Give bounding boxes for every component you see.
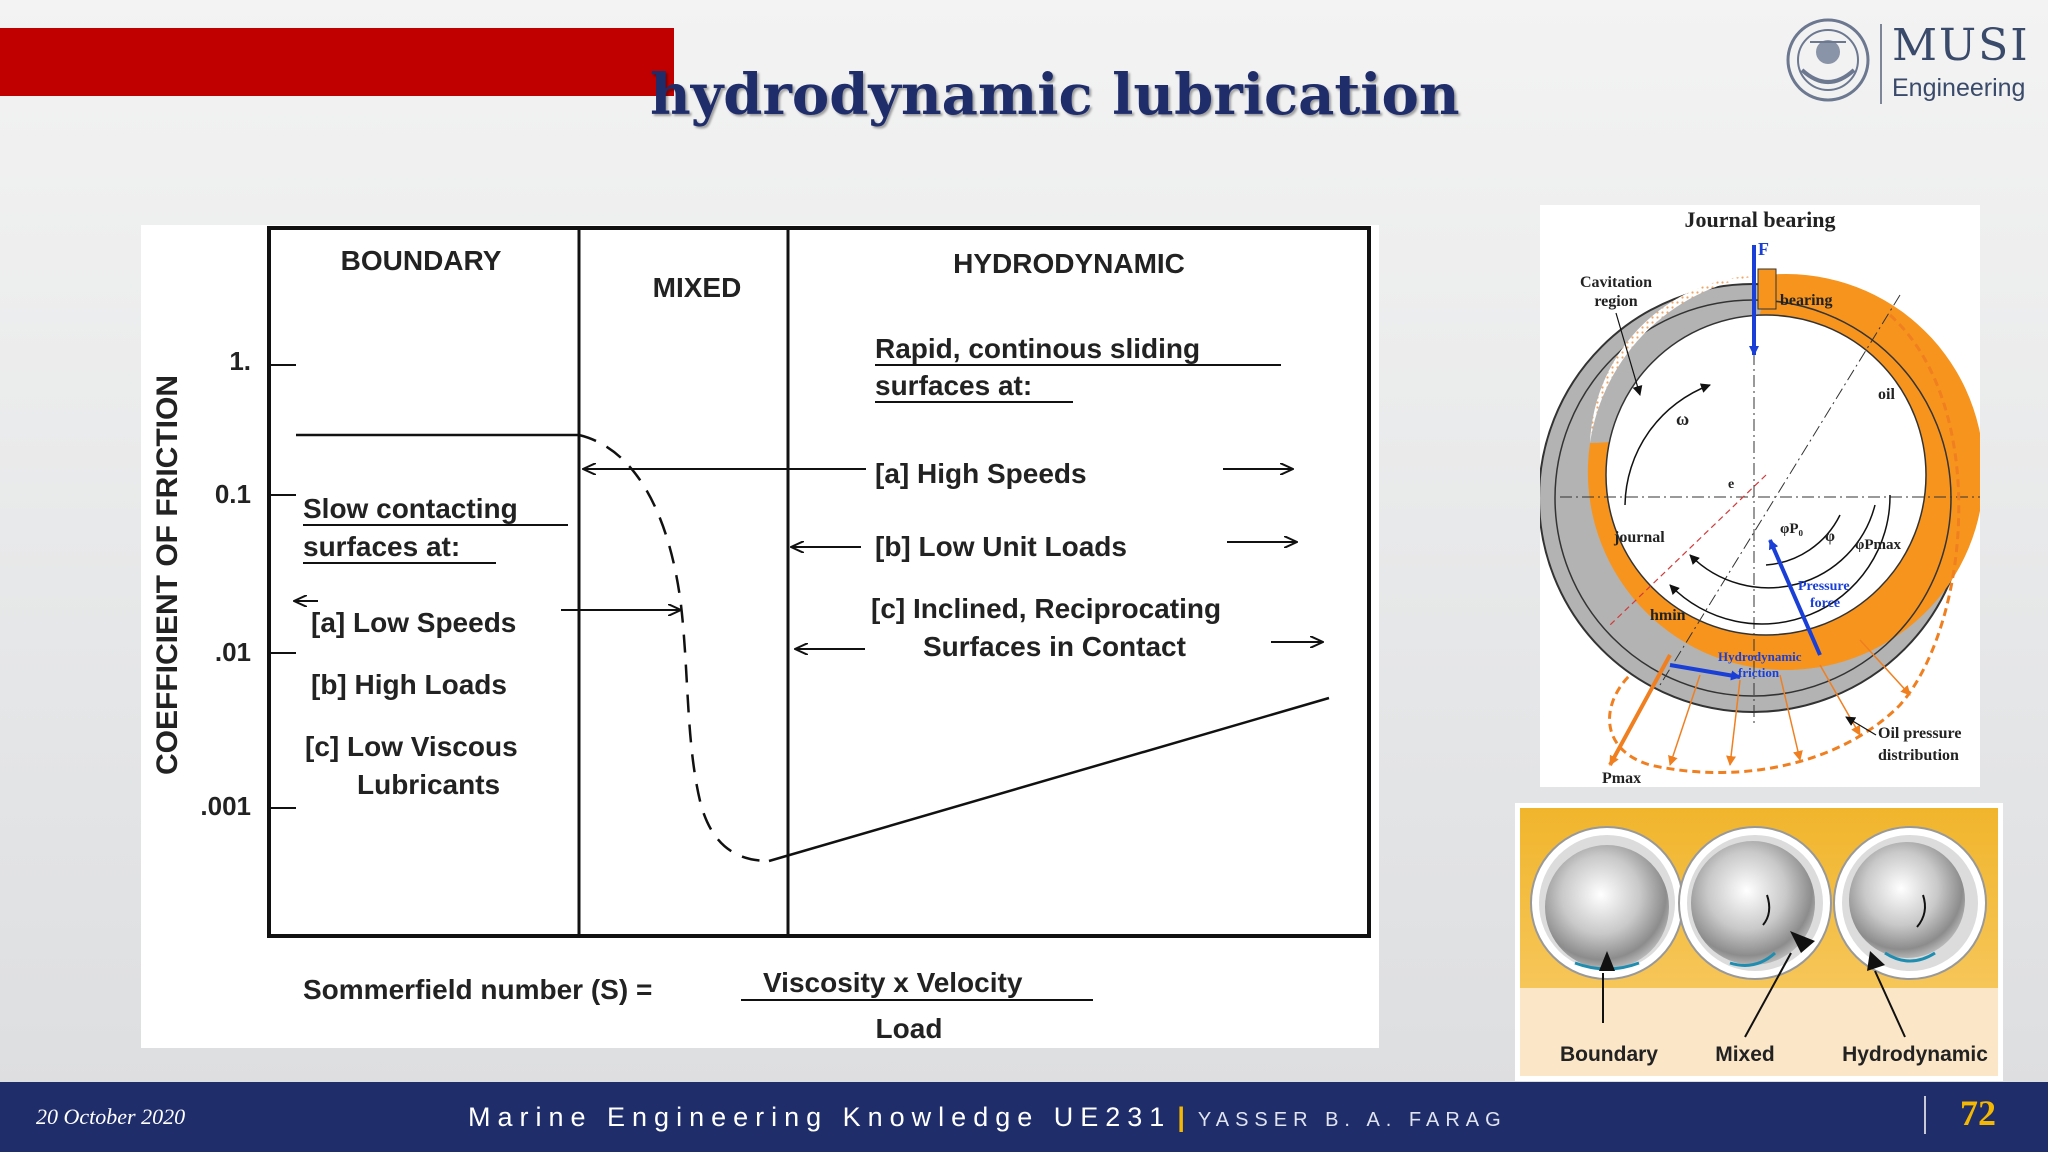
slide-title: hydrodynamic lubrication bbox=[650, 62, 1460, 128]
oil-pressure-label-2: distribution bbox=[1878, 747, 1959, 764]
diagram-frame bbox=[267, 226, 1371, 938]
musi-logo: MUSI Engineering bbox=[1780, 12, 2040, 112]
hydrodynamic-friction-line bbox=[768, 696, 1330, 863]
cavitation-label-1: Cavitation bbox=[1580, 274, 1652, 291]
hydro-note-a: [a] High Speeds bbox=[875, 458, 1087, 489]
journal-bearing-diagram: Journal bearing F bbox=[1540, 205, 1980, 787]
footer-separator: | bbox=[1177, 1102, 1192, 1132]
hydrodynamic-bearing bbox=[1833, 826, 1987, 980]
boundary-note-b: [b] High Loads bbox=[311, 669, 507, 700]
region-hydrodynamic: HYDRODYNAMIC bbox=[953, 248, 1185, 279]
mixed-friction-curve bbox=[578, 433, 770, 863]
emblem-icon bbox=[1786, 18, 1870, 102]
sommerfeld-label: Sommerfield number (S) = bbox=[303, 974, 652, 1005]
force-label: F bbox=[1758, 239, 1769, 259]
hydro-note-c-1: [c] Inclined, Reciprocating bbox=[871, 593, 1221, 624]
y-tick-0.001: .001 bbox=[200, 791, 251, 821]
bearing-label: bearing bbox=[1780, 292, 1832, 309]
lubrication-modes-figure: Boundary Mixed Hydrodynamic bbox=[1515, 803, 2003, 1081]
logo-subtitle: Engineering bbox=[1892, 74, 2026, 102]
mode-label-hydrodynamic: Hydrodynamic bbox=[1842, 1043, 1988, 1066]
omega-label: ω bbox=[1676, 409, 1689, 429]
phi-p0-label: φP₀ bbox=[1780, 521, 1804, 537]
y-tick-1: 1. bbox=[229, 346, 251, 376]
mode-label-boundary: Boundary bbox=[1560, 1043, 1658, 1066]
cavitation-label-2: region bbox=[1594, 293, 1637, 310]
footer-course-line: Marine Engineering Knowledge UE231|YASSE… bbox=[468, 1102, 1507, 1133]
mixed-bearing bbox=[1678, 826, 1832, 980]
phi-pmax-label: φPmax bbox=[1855, 537, 1902, 553]
logo-separator bbox=[1880, 24, 1882, 104]
pmax-arrow bbox=[1608, 654, 1672, 766]
y-tick-0.01: .01 bbox=[215, 637, 251, 667]
y-tick-0.1: 0.1 bbox=[215, 479, 251, 509]
hydro-note-c-2: Surfaces in Contact bbox=[923, 631, 1186, 662]
hydro-note-b: [b] Low Unit Loads bbox=[875, 531, 1127, 562]
logo-name: MUSI bbox=[1892, 20, 2030, 71]
journal-label: journal bbox=[1613, 529, 1665, 546]
mode-label-mixed: Mixed bbox=[1715, 1043, 1775, 1066]
hydro-heading-1: Rapid, continous sliding bbox=[875, 333, 1200, 364]
boundary-bearing bbox=[1530, 826, 1684, 980]
pressure-force-arrow bbox=[1768, 539, 1822, 656]
footer-date: 20 October 2020 bbox=[36, 1104, 186, 1129]
y-axis-label: COEFFICIENT OF FRICTION bbox=[151, 375, 184, 775]
pressure-force-label-1: Pressure bbox=[1798, 579, 1850, 594]
stribeck-diagram: BOUNDARY MIXED HYDRODYNAMIC COEFFICIENT … bbox=[141, 225, 1379, 1048]
boundary-note-c-1: [c] Low Viscous bbox=[305, 731, 518, 762]
pressure-distribution-curve bbox=[1608, 313, 1961, 774]
boundary-heading-1: Slow contacting bbox=[303, 493, 518, 524]
pmax-label: Pmax bbox=[1602, 770, 1641, 787]
footer-bar: 20 October 2020 Marine Engineering Knowl… bbox=[0, 1082, 2048, 1152]
title-accent-bar bbox=[0, 28, 674, 96]
boundary-note-c-2: Lubricants bbox=[357, 769, 500, 800]
footer-course: Marine Engineering Knowledge UE231 bbox=[468, 1102, 1172, 1132]
region-mixed: MIXED bbox=[653, 272, 742, 303]
eccentricity-label: e bbox=[1728, 477, 1734, 492]
footer-author: YASSER B. A. FARAG bbox=[1197, 1109, 1507, 1131]
hmin-label: hmin bbox=[1650, 607, 1686, 624]
pressure-force-label-2: force bbox=[1810, 596, 1840, 611]
boundary-heading-2: surfaces at: bbox=[303, 531, 460, 562]
hydro-heading-2: surfaces at: bbox=[875, 370, 1032, 401]
sommerfeld-denominator: Load bbox=[876, 1013, 943, 1044]
journal-title: Journal bearing bbox=[1685, 207, 1836, 232]
footer-divider bbox=[1924, 1096, 1926, 1134]
region-boundary: BOUNDARY bbox=[341, 245, 502, 276]
friction-label-1: Hydrodynamic bbox=[1718, 649, 1802, 664]
sommerfeld-numerator: Viscosity x Velocity bbox=[763, 967, 1023, 998]
oil-pressure-label-1: Oil pressure bbox=[1878, 725, 1961, 742]
oil-label: oil bbox=[1878, 386, 1895, 403]
boundary-note-a: [a] Low Speeds bbox=[311, 607, 516, 638]
page-number: 72 bbox=[1960, 1093, 1996, 1133]
friction-arrow bbox=[1669, 663, 1741, 681]
friction-label-2: friction bbox=[1738, 665, 1780, 680]
phi-label: φ bbox=[1825, 528, 1835, 545]
